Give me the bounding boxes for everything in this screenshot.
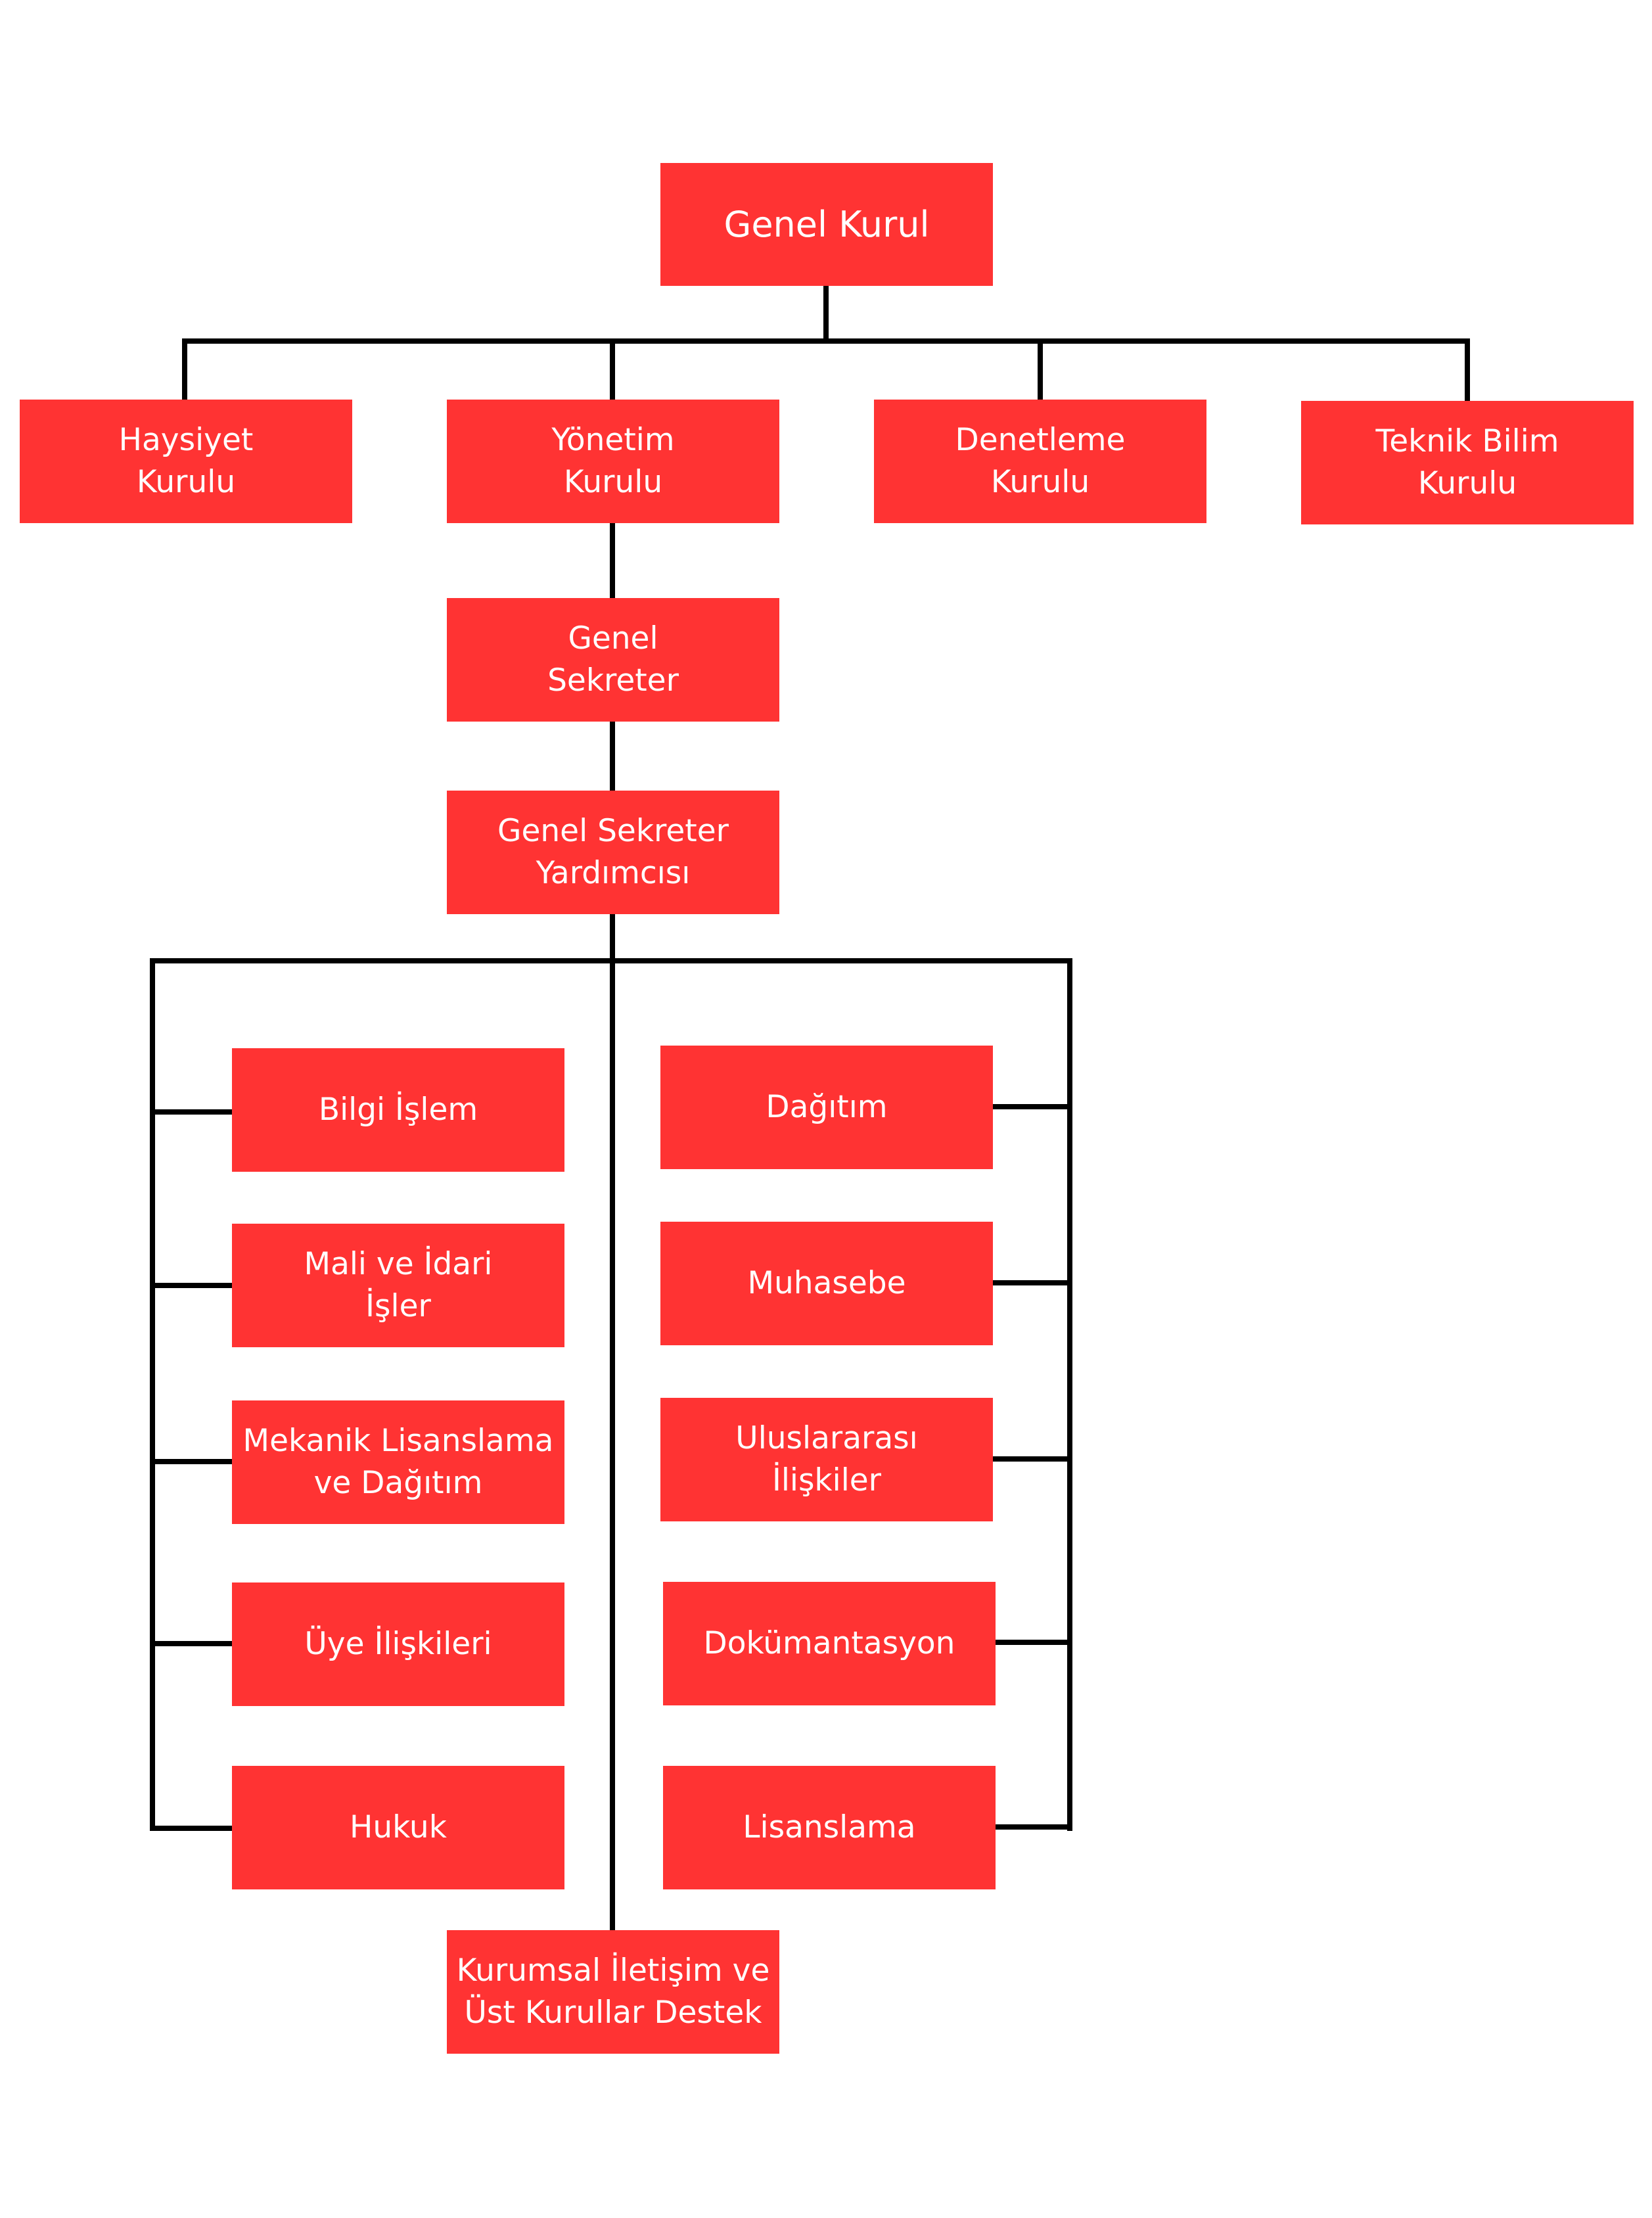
node-haysiyet-kurulu-label: Haysiyet Kurulu xyxy=(118,422,254,500)
node-dokumantasyon: Dokümantasyon xyxy=(663,1582,996,1705)
node-yonetim-kurulu: Yönetim Kurulu xyxy=(447,400,779,523)
node-kurumsal-iletisim-label: Kurumsal İletişim ve Üst Kurullar Destek xyxy=(456,1952,770,2031)
node-dagitim-label: Dağıtım xyxy=(766,1089,888,1125)
node-genel-sekreter-yardimcisi-label: Genel Sekreter Yardımcısı xyxy=(497,813,729,891)
node-muhasebe: Muhasebe xyxy=(660,1222,993,1345)
node-denetleme-kurulu-label: Denetleme Kurulu xyxy=(955,422,1126,500)
node-mali-ve-idari-isler: Mali ve İdari İşler xyxy=(232,1224,564,1347)
node-genel-kurul-label: Genel Kurul xyxy=(723,203,930,245)
node-uluslararasi-iliskiler: Uluslararası İlişkiler xyxy=(660,1398,993,1521)
node-teknik-bilim-kurulu: Teknik Bilim Kurulu xyxy=(1301,401,1634,524)
node-uye-iliskileri-label: Üye İlişkileri xyxy=(304,1626,492,1662)
node-uluslararasi-iliskiler-label: Uluslararası İlişkiler xyxy=(735,1420,918,1498)
node-uye-iliskileri: Üye İlişkileri xyxy=(232,1583,564,1706)
node-mekanik-lisanslama: Mekanik Lisanslama ve Dağıtım xyxy=(232,1400,564,1524)
node-mali-ve-idari-isler-label: Mali ve İdari İşler xyxy=(304,1246,493,1324)
node-lisanslama: Lisanslama xyxy=(663,1766,996,1889)
node-bilgi-islem-label: Bilgi İşlem xyxy=(318,1092,478,1128)
node-dagitim: Dağıtım xyxy=(660,1046,993,1169)
node-lisanslama-label: Lisanslama xyxy=(743,1809,916,1845)
node-teknik-bilim-kurulu-label: Teknik Bilim Kurulu xyxy=(1375,423,1559,501)
node-kurumsal-iletisim: Kurumsal İletişim ve Üst Kurullar Destek xyxy=(447,1930,779,2054)
node-muhasebe-label: Muhasebe xyxy=(747,1265,906,1301)
node-hukuk-label: Hukuk xyxy=(350,1809,447,1845)
node-genel-sekreter: Genel Sekreter xyxy=(447,598,779,722)
node-bilgi-islem: Bilgi İşlem xyxy=(232,1048,564,1172)
node-dokumantasyon-label: Dokümantasyon xyxy=(703,1625,955,1661)
node-haysiyet-kurulu: Haysiyet Kurulu xyxy=(20,400,352,523)
node-hukuk: Hukuk xyxy=(232,1766,564,1889)
node-genel-sekreter-label: Genel Sekreter xyxy=(547,620,679,699)
node-genel-sekreter-yardimcisi: Genel Sekreter Yardımcısı xyxy=(447,791,779,914)
node-mekanik-lisanslama-label: Mekanik Lisanslama ve Dağıtım xyxy=(242,1423,554,1501)
node-denetleme-kurulu: Denetleme Kurulu xyxy=(874,400,1206,523)
node-genel-kurul: Genel Kurul xyxy=(660,163,993,286)
node-yonetim-kurulu-label: Yönetim Kurulu xyxy=(551,422,675,500)
